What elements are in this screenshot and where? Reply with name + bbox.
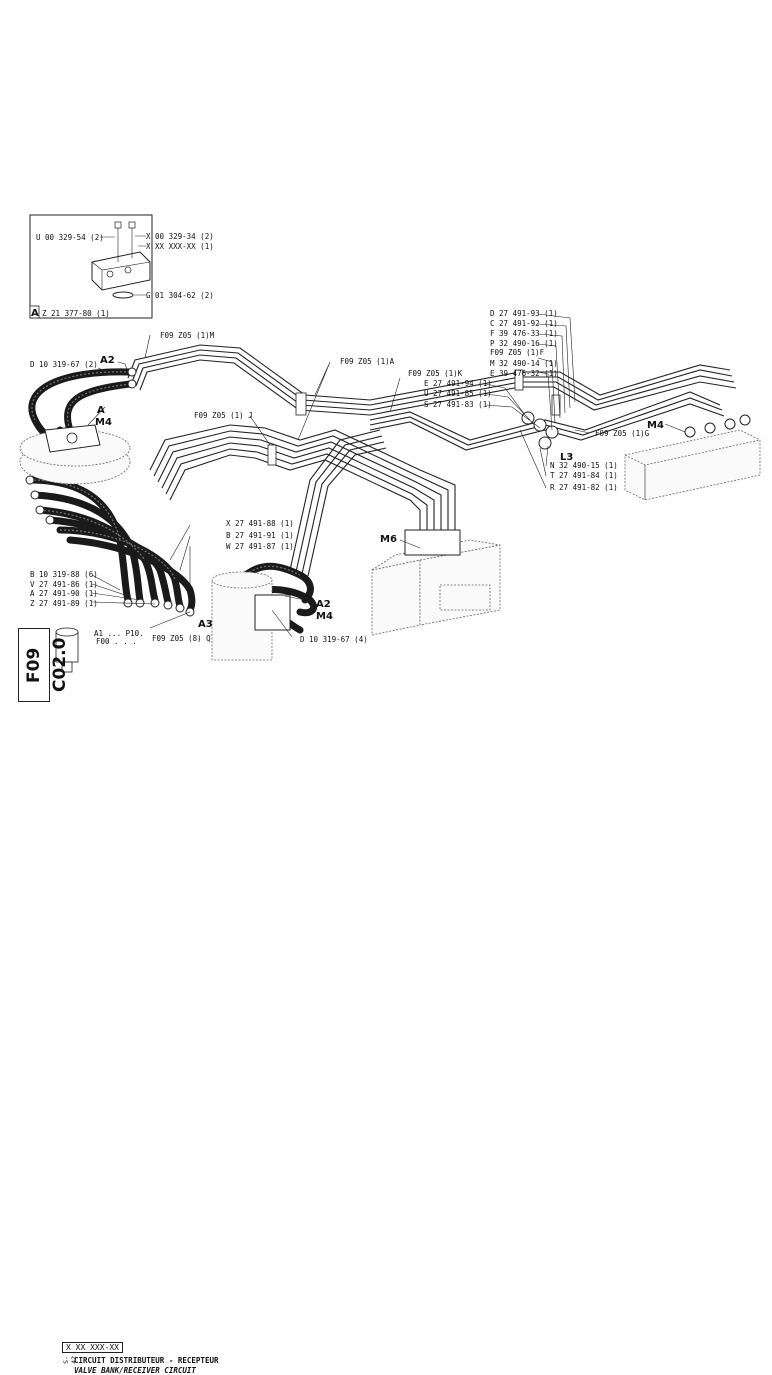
- ref-f: F09 Z05 (1)F: [490, 348, 545, 357]
- label-z89: Z 27 491-89 (1): [30, 599, 98, 608]
- label-b10: B 10 319-88 (6): [30, 570, 98, 579]
- label-a-top: A: [97, 405, 105, 416]
- label-m4-right: M4: [647, 420, 664, 431]
- label-d-low: D 10 319-67 (4): [300, 635, 368, 644]
- label-b91: B 27 491-91 (1): [226, 531, 294, 540]
- ref-q: F09 Z05 (8) Q: [152, 634, 211, 643]
- valve-bank-m4-right: [624, 414, 761, 501]
- ref-f00: F00 . . .: [96, 637, 137, 646]
- label-a2-low: A2: [316, 599, 331, 610]
- label-l3: L3: [560, 452, 573, 463]
- label-f33: F 39 476-33 (1): [490, 329, 558, 338]
- label-n15: N 32 490-15 (1): [550, 461, 618, 470]
- inset-plate-code: Z 21 377-80 (1): [42, 309, 110, 318]
- title-block: X XX XXX-XX S-42 CIRCUIT DISTRIBUTEUR - …: [32, 672, 219, 1375]
- label-p16: P 32 490-16 (1): [490, 339, 558, 348]
- label-s83: S 27 491-83 (1): [424, 400, 492, 409]
- title-sheet: S-42: [62, 1356, 78, 1364]
- label-r82: R 27 491-82 (1): [550, 483, 618, 492]
- inset-plate-letter: A: [31, 308, 39, 319]
- label-w87: W 27 491-87 (1): [226, 542, 294, 551]
- label-c92: C 27 491-92 (1): [490, 319, 558, 328]
- label-d93: D 27 491-93 (1): [490, 309, 558, 318]
- label-a1p10: A1 ... P10.: [94, 629, 144, 638]
- label-u85: U 27 491-85 (1): [424, 389, 492, 398]
- title-french: CIRCUIT DISTRIBUTEUR - RECEPTEUR: [74, 1356, 219, 1365]
- ref-labels: F09 Z05 (1)M F09 Z05 (1)A F09 Z05 (1)K F…: [96, 331, 650, 646]
- label-m6: M6: [380, 534, 397, 545]
- rotary-joint-center: [211, 571, 291, 661]
- ref-m: F09 Z05 (1)M: [160, 331, 215, 340]
- title-english: VALVE BANK/RECEIVER CIRCUIT: [74, 1366, 196, 1375]
- label-t84: T 27 491-84 (1): [550, 471, 618, 480]
- label-d-top: D 10 319-67 (2): [30, 360, 98, 369]
- label-m4-top: M4: [95, 417, 112, 428]
- ref-a: F09 Z05 (1)A: [340, 357, 395, 366]
- inset-detail: U 00 329-54 (2) X 00 329-34 (2) X XX XXX…: [29, 214, 214, 319]
- valve-bank-m6: [371, 529, 501, 636]
- label-m4-low: M4: [316, 611, 333, 622]
- pressure-switch-a1: [55, 627, 79, 673]
- inset-oring-label: G 01 304-62 (2): [146, 291, 214, 300]
- label-e32: E 39 476-32 (1): [490, 369, 558, 378]
- hydraulic-diagram: U 00 329-54 (2) X 00 329-34 (2) X XX XXX…: [19, 214, 761, 673]
- ref-k: F09 Z05 (1)K: [408, 369, 463, 378]
- hose-fittings: [25, 367, 195, 617]
- inset-bolt-u-label: U 00 329-54 (2): [36, 233, 104, 242]
- ref-j: F09 Z05 (1) J: [194, 411, 253, 420]
- side-code-box: F09 C02.0: [18, 628, 70, 702]
- swivel-top-left: [19, 424, 131, 485]
- title-ref-box: X XX XXX-XX: [62, 1342, 123, 1353]
- label-m14: M 32 490-14 (1): [490, 359, 558, 368]
- pipe-bundle-middle: [149, 424, 456, 530]
- label-a90: A 27 491-90 (1): [30, 589, 98, 598]
- label-a3: A3: [198, 619, 213, 630]
- leader-lines: [87, 313, 686, 638]
- part-labels: D 10 319-67 (2) A2 A M4 X 27 491-88 (1) …: [30, 309, 664, 644]
- label-v86: V 27 491-86 (1): [30, 580, 98, 589]
- inset-bolt-x-label: X 00 329-34 (2): [146, 232, 214, 241]
- inset-item-x-label: X XX XXX-XX (1): [146, 242, 214, 251]
- label-a2-top: A2: [100, 355, 115, 366]
- label-x88: X 27 491-88 (1): [226, 519, 294, 528]
- pipe-clamps: [267, 369, 561, 466]
- pipe-bundle-lower: [289, 429, 387, 577]
- ref-g: F09 Z05 (1)G: [595, 429, 650, 438]
- label-e94: E 27 491-94 (1): [424, 379, 492, 388]
